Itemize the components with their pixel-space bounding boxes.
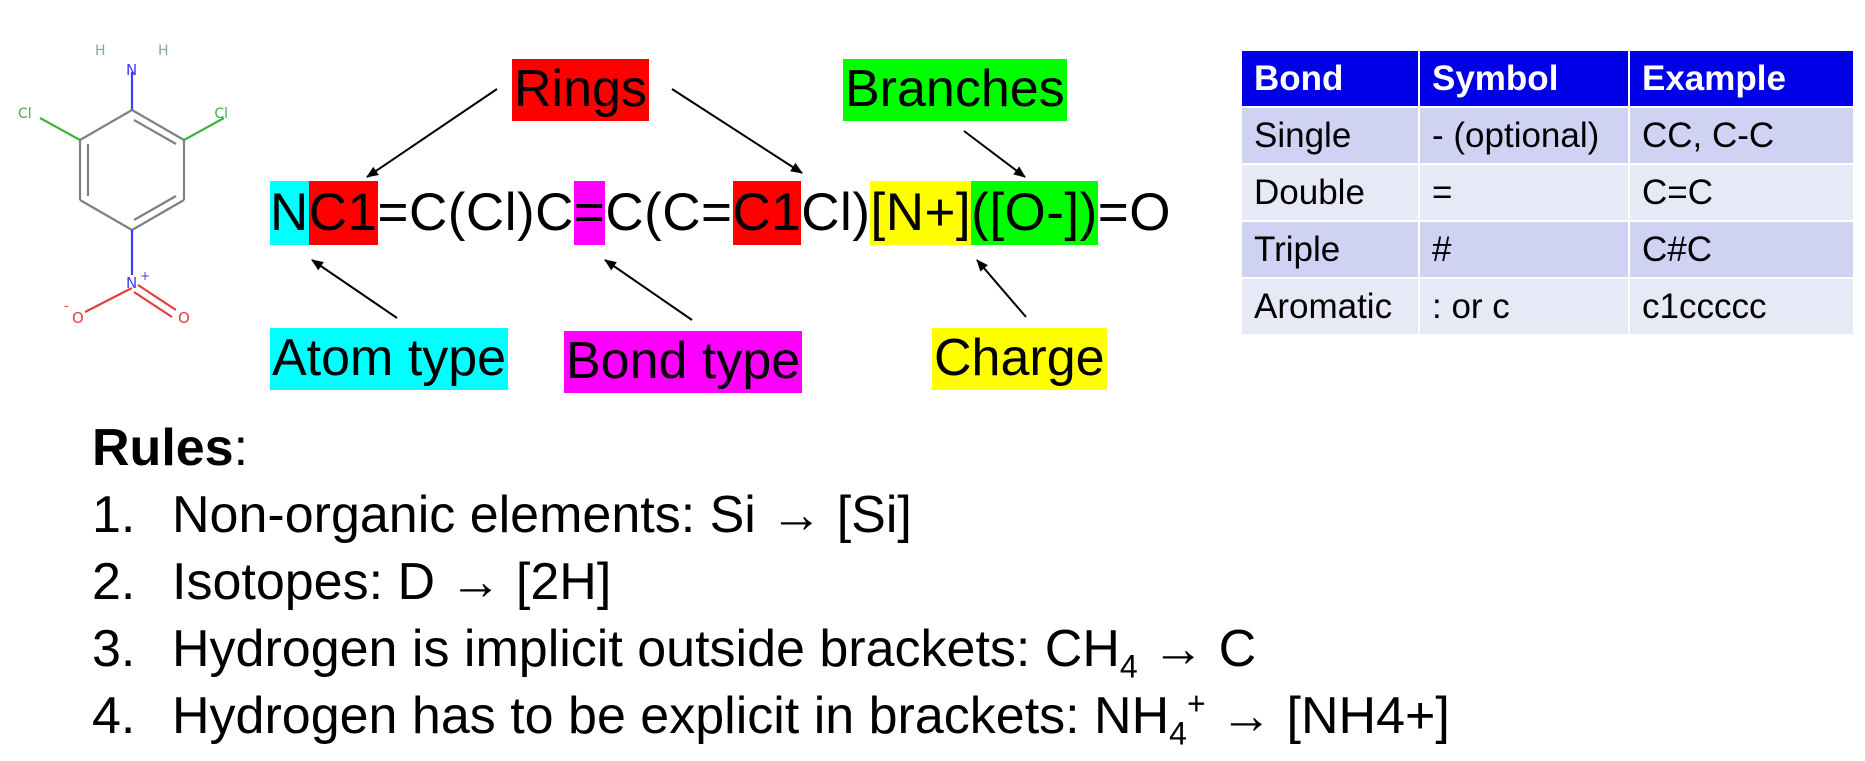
rules-title-colon: : bbox=[233, 419, 249, 477]
rule-number: 4. bbox=[92, 687, 136, 745]
table-cell: # bbox=[1420, 222, 1628, 277]
header-bond: Bond bbox=[1242, 51, 1418, 106]
smiles-segment-atom: N bbox=[270, 181, 309, 245]
smiles-segment: =O bbox=[1097, 183, 1171, 242]
label-branches: Branches bbox=[843, 59, 1067, 121]
rules-title-text: Rules bbox=[92, 419, 234, 477]
arrow-bond-type bbox=[604, 259, 693, 321]
label-bond-type: Bond type bbox=[564, 331, 803, 393]
rule-text: Non-organic elements: Si bbox=[172, 486, 771, 544]
table-cell: Double bbox=[1242, 165, 1418, 220]
table-row: Double = C=C bbox=[1242, 165, 1853, 220]
rule-result: [Si] bbox=[822, 486, 912, 544]
rule-number: 3. bbox=[92, 620, 136, 678]
rule-text: Hydrogen has to be explicit in brackets:… bbox=[172, 687, 1170, 745]
arrow-right-icon: → bbox=[770, 486, 823, 544]
header-symbol: Symbol bbox=[1420, 51, 1628, 106]
label-rings: Rings bbox=[512, 59, 649, 121]
smiles-segment: =C(Cl)C bbox=[377, 183, 574, 242]
rules-title: Rules: bbox=[92, 418, 248, 478]
rule-number: 2. bbox=[92, 553, 136, 611]
table-cell: c1ccccc bbox=[1630, 279, 1853, 334]
rule-subscript: 4 bbox=[1119, 648, 1138, 685]
arrow-branches bbox=[963, 130, 1026, 178]
atom-o-right: O bbox=[178, 309, 190, 327]
label-atom-type: Atom type bbox=[270, 328, 509, 390]
atom-n-nitro-charge: + bbox=[140, 269, 150, 283]
rule-item: 2. Isotopes: D → [2H] bbox=[92, 549, 1450, 616]
rule-item: 3. Hydrogen is implicit outside brackets:… bbox=[92, 616, 1450, 683]
smiles-segment: Cl) bbox=[801, 183, 871, 242]
bond-table: Bond Symbol Example Single - (optional) … bbox=[1240, 49, 1855, 336]
table-cell: C=C bbox=[1630, 165, 1853, 220]
smiles-segment-branch: ([O-]) bbox=[971, 181, 1098, 245]
table-row: Triple # C#C bbox=[1242, 222, 1853, 277]
table-cell: - (optional) bbox=[1420, 108, 1628, 163]
table-cell: C#C bbox=[1630, 222, 1853, 277]
table-row: Single - (optional) CC, C-C bbox=[1242, 108, 1853, 163]
molecule-structure: H H N Cl Cl N + - O O bbox=[18, 43, 228, 327]
atom-o-left-charge: - bbox=[64, 299, 69, 314]
table-cell: : or c bbox=[1420, 279, 1628, 334]
rule-item: 1. Non-organic elements: Si → [Si] bbox=[92, 482, 1450, 549]
table-cell: Single bbox=[1242, 108, 1418, 163]
label-charge: Charge bbox=[932, 328, 1107, 390]
arrow-atom-type bbox=[311, 259, 398, 319]
atom-h-right: H bbox=[158, 43, 169, 59]
atom-o-left: O bbox=[72, 309, 84, 327]
table-cell: CC, C-C bbox=[1630, 108, 1853, 163]
arrow-rings-left bbox=[366, 88, 498, 178]
rule-result: [2H] bbox=[501, 553, 612, 611]
smiles-segment-ring-open: C1 bbox=[308, 181, 378, 245]
rule-subscript: 4 bbox=[1169, 715, 1187, 752]
atom-n-amine: N bbox=[126, 61, 137, 79]
arrow-rings-right bbox=[671, 88, 803, 174]
table-cell: Triple bbox=[1242, 222, 1418, 277]
rule-item: 4. Hydrogen has to be explicit in bracket… bbox=[92, 683, 1450, 750]
atom-n-nitro: N bbox=[126, 274, 137, 292]
rule-superscript: + bbox=[1186, 685, 1206, 722]
arrow-charge bbox=[976, 259, 1027, 318]
rule-number: 1. bbox=[92, 486, 136, 544]
atom-cl-right: Cl bbox=[214, 106, 228, 122]
table-cell: = bbox=[1420, 165, 1628, 220]
smiles-segment-ring-close: C1 bbox=[732, 181, 802, 245]
table-cell: Aromatic bbox=[1242, 279, 1418, 334]
table-row: Aromatic : or c c1ccccc bbox=[1242, 279, 1853, 334]
arrow-right-icon: → bbox=[449, 553, 502, 611]
header-example: Example bbox=[1630, 51, 1853, 106]
arrow-right-icon: → bbox=[1205, 687, 1273, 745]
rule-result: [NH4+] bbox=[1272, 687, 1450, 745]
smiles-segment-charge: [N+] bbox=[870, 181, 972, 245]
arrow-right-icon: → bbox=[1137, 620, 1205, 678]
rule-text: Isotopes: D bbox=[172, 553, 450, 611]
smiles-segment-bond: = bbox=[573, 181, 606, 245]
rule-text: Hydrogen is implicit outside brackets: C… bbox=[172, 620, 1120, 678]
rules-list: 1. Non-organic elements: Si → [Si] 2. Isot… bbox=[92, 482, 1450, 750]
smiles-segment: C(C= bbox=[605, 183, 733, 242]
bond-table-header-row: Bond Symbol Example bbox=[1242, 51, 1853, 106]
atom-h-left: H bbox=[95, 43, 106, 59]
atom-cl-left: Cl bbox=[18, 106, 32, 122]
smiles-string: NC1=C(Cl)C=C(C=C1Cl)[N+]([O-])=O bbox=[270, 181, 1171, 245]
rule-result: C bbox=[1204, 620, 1257, 678]
